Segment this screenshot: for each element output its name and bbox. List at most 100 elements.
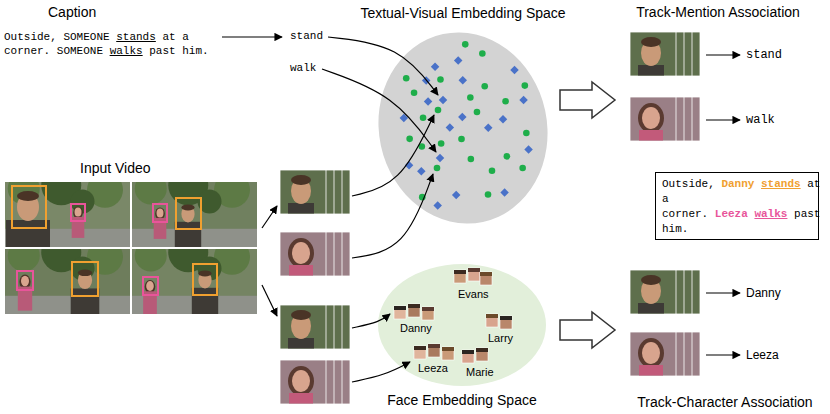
hair [638,103,664,133]
body [71,288,100,314]
character-name: Leeza [746,348,779,362]
hair [638,338,664,368]
association-arrow [262,206,277,228]
face-thumbnail [428,344,440,357]
thumbnail-hair [454,270,466,274]
video-frame [132,182,257,247]
association-arrow [322,69,436,152]
thumbnail-hair [442,347,454,351]
hair [17,191,39,201]
tree [135,249,167,272]
face [75,207,82,216]
body [638,65,664,76]
caption-verb: walks [110,45,143,57]
strip-frame [630,332,676,376]
text-embedding-diamond [454,56,462,64]
text-embedding-diamond [433,201,441,209]
face [292,370,310,392]
visual-embedding-dot [519,165,526,172]
strip-frame [630,97,676,141]
hair [291,310,311,320]
hair [641,37,661,47]
face [292,242,310,264]
visual-embedding-dot [419,194,426,201]
body [289,393,313,404]
tree [135,182,167,205]
thumbnail-hair [480,272,492,276]
association-arrow [706,292,740,293]
strip-frame [630,270,676,314]
body [288,338,314,349]
result-caption-box: Outside,Dannystandsat a corner.Leezawalk… [655,172,819,240]
face-thumbnail [454,270,466,283]
association-arrow [352,362,410,382]
panel-title: Track-Mention Association [636,4,800,21]
face [146,281,154,291]
visual-embedding-dot [489,167,496,174]
visual-embedding-dot [420,114,427,121]
caption-text: past him. [149,45,208,57]
visual-embedding-dot [462,41,469,48]
body [638,303,664,314]
character-name: Evans [458,288,489,301]
thumbnail-face [462,350,474,363]
text-embedding-diamond [424,97,432,105]
visual-embedding-dot [434,165,441,172]
caption-text: Outside, SOMEONE [4,31,110,43]
video-frame [5,182,130,247]
character-name: Danny [400,322,432,335]
track-strip [280,170,350,214]
visual-embedding-dot [479,50,486,57]
text-embedding-diamond [417,167,425,175]
block-arrow [560,82,615,118]
body [639,365,663,376]
text-embedding-diamond [439,96,447,104]
panel-title: Input Video [80,160,151,177]
space-region [361,17,565,240]
tree [8,249,40,272]
face-thumbnail [486,314,498,327]
thumbnail-face [454,270,466,283]
face-track-box [143,277,158,295]
character-name: Leeza [715,208,748,220]
face [642,107,660,129]
thumbnail-face [480,272,492,285]
strip-frame [630,32,676,76]
thumbnail-hair [394,306,406,310]
face-thumbnail [480,272,492,285]
hair [78,270,92,277]
embedding-space-ellipse: Textual-Visual Embedding Space [377,30,549,226]
text-embedding-diamond [458,113,466,121]
text-embedding-diamond [452,191,460,199]
visual-embedding-dot [406,136,413,143]
block-arrow [560,312,615,348]
association-arrow [352,314,390,328]
mention-word: walk [746,113,775,127]
character-name: Danny [721,178,754,190]
visual-embedding-dot [504,153,511,160]
face-track-box [72,262,98,296]
face-track-box [12,186,46,228]
face-thumbnail [500,316,512,329]
track-strip [280,360,350,404]
thumbnail-hair [422,307,434,311]
visual-embedding-dot [411,89,418,96]
track-strip [280,232,350,276]
track-strip [630,32,700,76]
visual-embedding-dot [403,75,410,82]
face-space-ellipse: Face Embedding SpaceEvansDannyLarryLeeza… [376,262,548,388]
thumbnail-hair [468,268,480,272]
visual-embedding-dot [435,107,442,114]
face-thumbnail [394,306,406,319]
text-embedding-diamond [524,145,532,153]
text-embedding-diamond [405,161,413,169]
face-thumbnail [476,348,488,361]
caption-word: Outside, [662,178,715,190]
face [157,208,164,217]
face-track-box [153,204,167,222]
visual-embedding-dot [438,140,445,147]
thumbnail-hair [408,304,420,308]
visual-embedding-dot [523,130,530,137]
face [642,342,660,364]
